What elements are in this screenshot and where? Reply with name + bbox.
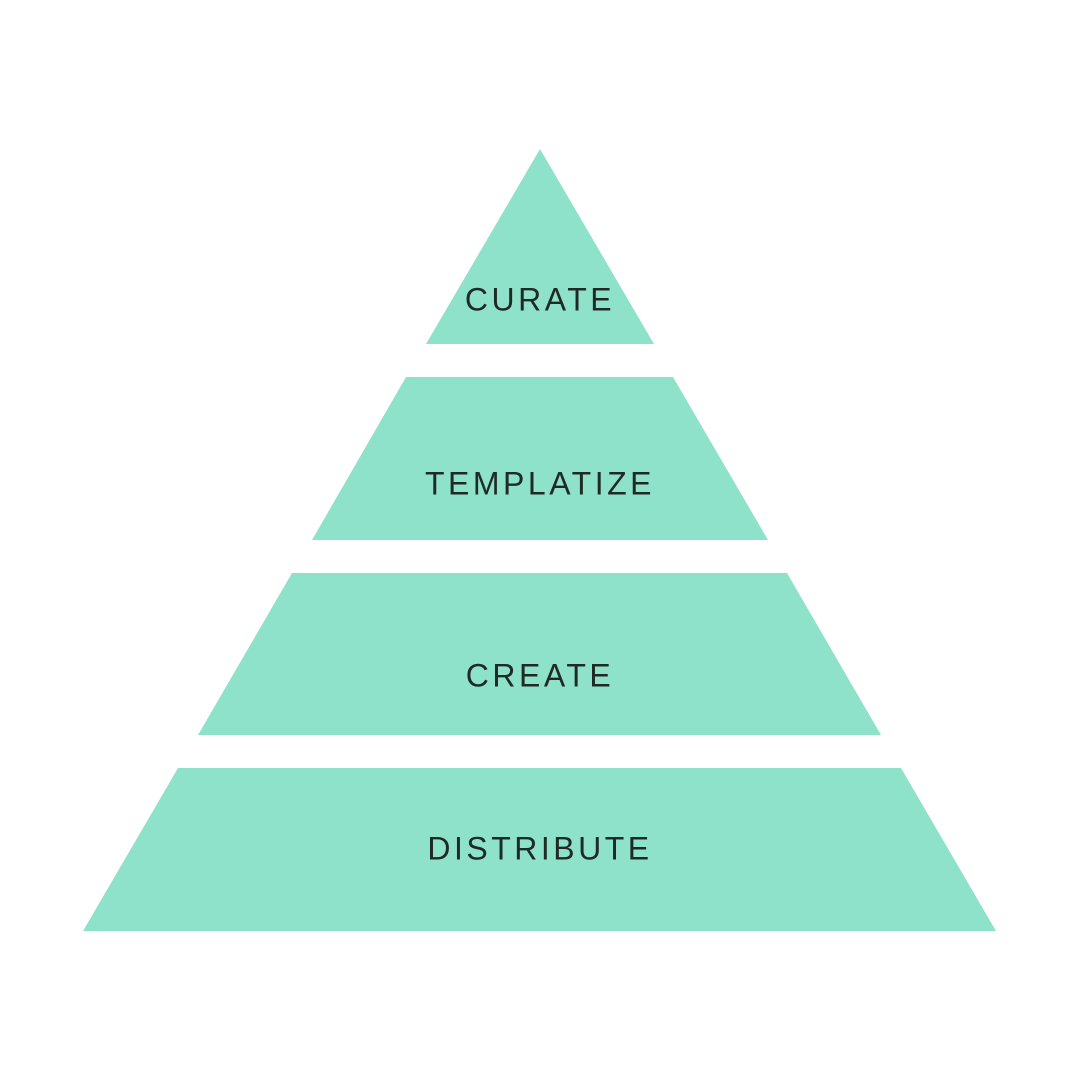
tier-distribute-label: DISTRIBUTE: [427, 830, 652, 866]
tier-templatize: TEMPLATIZE: [312, 377, 768, 540]
tier-create-shape: [198, 573, 881, 735]
tier-templatize-shape: [312, 377, 768, 540]
tier-templatize-label: TEMPLATIZE: [425, 465, 655, 501]
tier-distribute-shape: [83, 768, 996, 931]
tier-curate: CURATE: [426, 149, 654, 344]
tier-curate-label: CURATE: [465, 281, 615, 317]
tier-create-label: CREATE: [466, 657, 614, 693]
tier-curate-shape: [426, 149, 654, 344]
tier-create: CREATE: [198, 573, 881, 735]
tier-distribute: DISTRIBUTE: [83, 768, 996, 931]
